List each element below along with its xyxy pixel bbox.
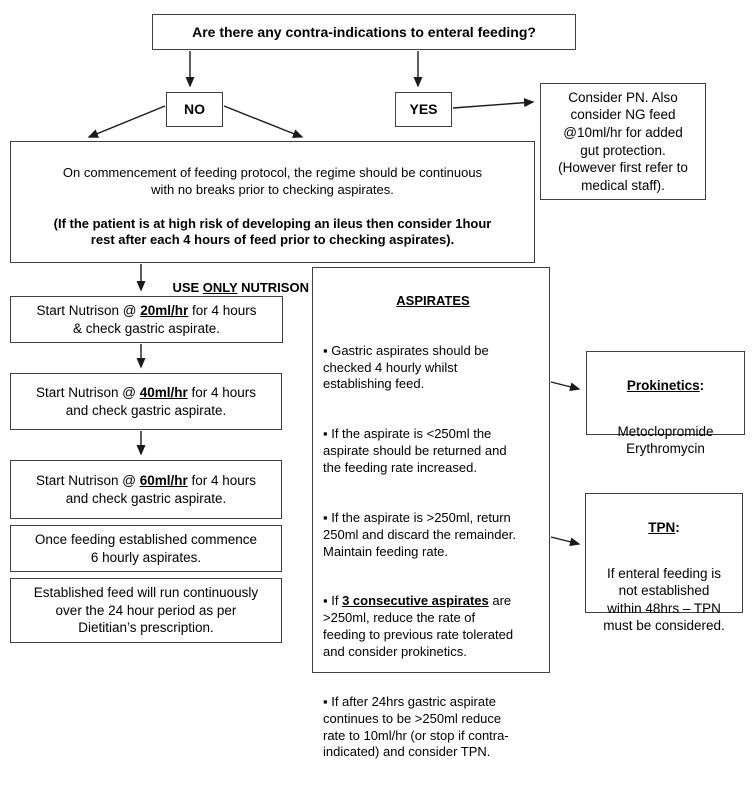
consider-pn-text: Consider PN. Also consider NG feed @10ml… [558,89,688,193]
protocol-line-1: On commencement of feeding protocol, the… [62,164,483,197]
once-feeding-box: Once feeding established commence 6 hour… [10,525,282,572]
step-20ml-box: Start Nutrison @ 20ml/hr for 4 hours & c… [10,296,283,343]
three-consecutive-aspirates-underlined: 3 consecutive aspirates [342,593,489,609]
protocol-box: On commencement of feeding protocol, the… [10,141,535,295]
step-20ml-text: Start Nutrison @ 20ml/hr for 4 hours & c… [36,302,257,336]
arrow-no-to-protocol-left [87,105,166,138]
aspirates-bullet-2: ▪ If the aspirate is <250ml the aspirate… [323,426,507,476]
once-feeding-text: Once feeding established commence 6 hour… [34,531,258,565]
yes-box: YES [395,92,452,127]
rate-40ml: 40ml/hr [139,384,188,400]
arrow-aspirates-to-tpn [550,536,581,547]
tpn-title: TPN: [648,519,680,535]
step-40ml-box: Start Nutrison @ 40ml/hr for 4 hours and… [10,373,282,430]
rate-60ml: 60ml/hr [139,472,188,488]
arrow-aspirates-to-prokinetics [550,381,581,392]
aspirates-title: ASPIRATES [396,292,470,308]
question-text: Are there any contra-indications to ente… [192,23,536,40]
arrow-yes-to-consider-pn [452,98,535,109]
protocol-line-2: (If the patient is at high risk of devel… [53,215,492,248]
prokinetics-box: Prokinetics: Metoclopromide Erythromycin [586,351,745,456]
step-60ml-text: Start Nutrison @ 60ml/hr for 4 hours and… [35,472,257,506]
established-feed-text: Established feed will run continuously o… [33,585,259,636]
aspirates-bullet-3: ▪ If the aspirate is >250ml, return 250m… [323,509,516,559]
rate-20ml: 20ml/hr [140,302,189,318]
flowchart-canvas: Are there any contra-indications to ente… [10,14,745,760]
consider-pn-box: Consider PN. Also consider NG feed @10ml… [540,83,706,200]
established-feed-box: Established feed will run continuously o… [10,578,282,643]
aspirates-bullet-1: ▪ Gastric aspirates should be checked 4 … [323,342,489,392]
step-60ml-box: Start Nutrison @ 60ml/hr for 4 hours and… [10,460,282,519]
prokinetics-drugs: Metoclopromide Erythromycin [617,423,714,457]
step-40ml-text: Start Nutrison @ 40ml/hr for 4 hours and… [35,384,257,418]
aspirates-bullet-5: ▪ If after 24hrs gastric aspirate contin… [323,693,509,760]
tpn-box: TPN: If enteral feeding is not establish… [585,493,743,633]
arrow-no-to-protocol-right [223,105,304,138]
question-box: Are there any contra-indications to ente… [152,14,576,50]
prokinetics-title: Prokinetics: [626,377,705,393]
yes-label: YES [409,101,438,118]
aspirates-box: ASPIRATES ▪ Gastric aspirates should be … [312,267,550,759]
no-label: NO [184,101,205,118]
tpn-text: If enteral feeding is not established wi… [603,565,725,634]
no-box: NO [166,92,223,127]
only-underlined: ONLY [202,280,238,296]
aspirates-bullet-4: ▪ If 3 consecutive aspirates are >250ml,… [323,593,514,660]
